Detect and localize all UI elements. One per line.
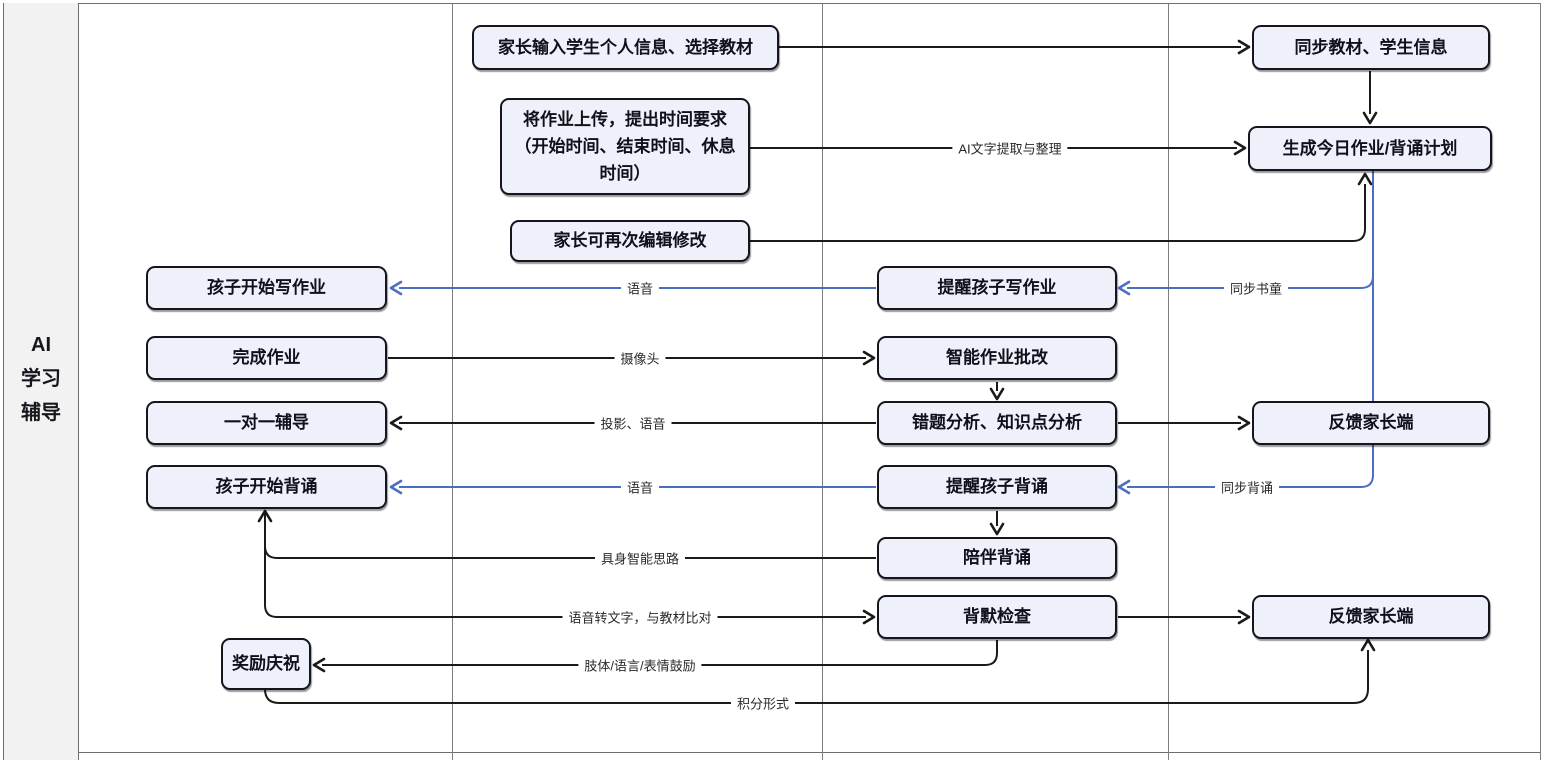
node-upload-homework[interactable]: 将作业上传，提出时间要求（开始时间、结束时间、休息时间） xyxy=(500,98,750,195)
edge-label-embodied-ai: 具身智能思路 xyxy=(594,547,686,569)
edge-recite-check-to-feedback-parent-2 xyxy=(1118,609,1251,625)
edge-label-projection-voice: 投影、语音 xyxy=(594,412,672,434)
edge-sync-materials-to-generate-plan xyxy=(1362,71,1378,125)
edge-label-voice-recite: 语音 xyxy=(620,476,660,498)
node-generate-plan[interactable]: 生成今日作业/背诵计划 xyxy=(1248,126,1492,171)
edge-label-speech-to-text: 语音转文字，与教材比对 xyxy=(562,606,718,628)
node-feedback-parent-1[interactable]: 反馈家长端 xyxy=(1252,401,1490,445)
lane-divider-bottom xyxy=(3,752,1540,753)
edge-parent-input-to-sync-materials xyxy=(779,39,1251,55)
node-child-start-homework[interactable]: 孩子开始写作业 xyxy=(146,266,387,310)
edge-reward-to-feedback-parent-2 xyxy=(264,638,1376,704)
lane-title-line: AI xyxy=(31,334,51,356)
edge-label-camera: 摄像头 xyxy=(614,347,666,369)
lane-column-line-1 xyxy=(452,3,453,760)
edge-recite-check-to-reward xyxy=(312,640,998,673)
edge-label-ai-extract: AI文字提取与整理 xyxy=(952,137,1068,159)
node-recite-check[interactable]: 背默检查 xyxy=(877,595,1117,639)
edge-label-voice-homework: 语音 xyxy=(620,277,660,299)
lane-title-line: 辅导 xyxy=(21,402,61,424)
lane-title: AI 学习 辅导 xyxy=(3,328,79,430)
edge-generate-plan-to-remind-recite xyxy=(1117,171,1374,495)
node-remind-recite[interactable]: 提醒孩子背诵 xyxy=(877,465,1117,509)
node-error-analysis[interactable]: 错题分析、知识点分析 xyxy=(877,401,1117,445)
node-sync-materials[interactable]: 同步教材、学生信息 xyxy=(1252,25,1490,70)
edge-error-analysis-to-feedback-parent-1 xyxy=(1118,415,1251,431)
edge-accompany-recite-to-child-start-recite xyxy=(257,509,876,559)
lane-column-line-3 xyxy=(1168,3,1169,760)
node-accompany-recite[interactable]: 陪伴背诵 xyxy=(877,537,1117,579)
edge-label-sync-companion: 同步书童 xyxy=(1223,277,1289,299)
node-remind-homework[interactable]: 提醒孩子写作业 xyxy=(877,266,1117,310)
edge-label-sync-recite: 同步背诵 xyxy=(1214,476,1280,498)
lane-border-right xyxy=(1540,3,1541,760)
edge-label-encouragement: 肢体/语言/表情鼓励 xyxy=(578,654,702,676)
node-child-start-recite[interactable]: 孩子开始背诵 xyxy=(146,465,387,509)
node-reward[interactable]: 奖励庆祝 xyxy=(221,638,311,690)
node-feedback-parent-2[interactable]: 反馈家长端 xyxy=(1252,595,1490,639)
edge-remind-recite-to-accompany-recite xyxy=(989,511,1005,536)
edge-child-start-recite-to-recite-check xyxy=(264,511,876,625)
node-parent-input[interactable]: 家长输入学生个人信息、选择教材 xyxy=(472,25,779,70)
edge-generate-plan-to-remind-homework xyxy=(1117,171,1374,296)
edge-parent-edit-to-generate-plan xyxy=(750,172,1373,242)
edge-smart-grading-to-error-analysis xyxy=(989,382,1005,401)
node-smart-grading[interactable]: 智能作业批改 xyxy=(877,336,1117,380)
edge-label-points: 积分形式 xyxy=(730,692,796,714)
lane-header-strip xyxy=(3,3,79,760)
node-finish-homework[interactable]: 完成作业 xyxy=(146,336,387,380)
node-one-on-one[interactable]: 一对一辅导 xyxy=(146,401,387,445)
lane-border-top xyxy=(3,3,1540,4)
node-parent-edit[interactable]: 家长可再次编辑修改 xyxy=(510,220,750,262)
lane-title-line: 学习 xyxy=(21,368,61,390)
lane-column-line-2 xyxy=(822,3,823,760)
